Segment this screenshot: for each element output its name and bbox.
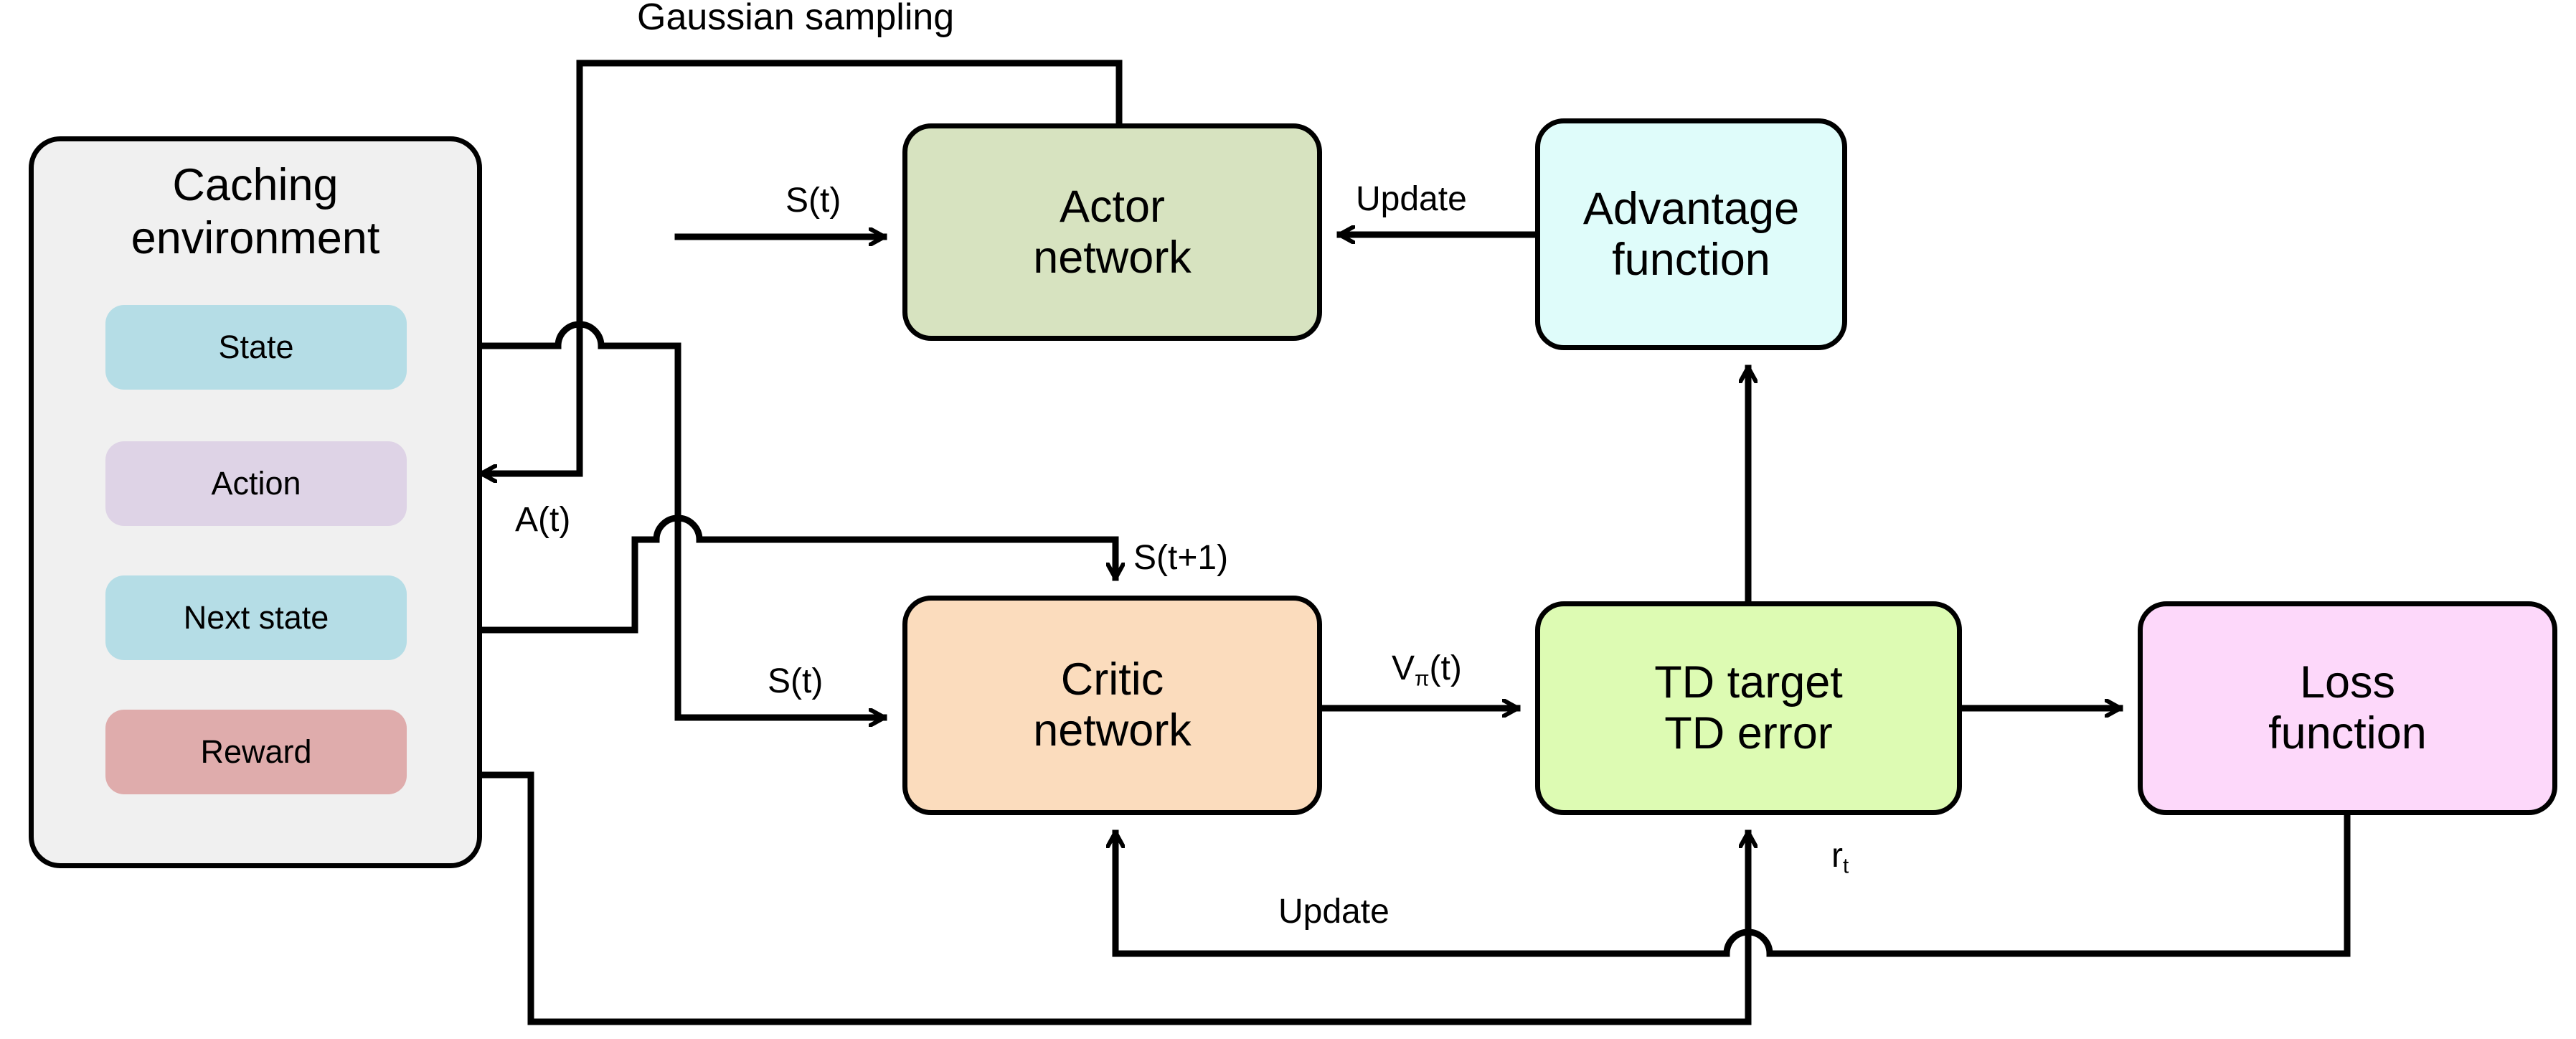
caching-environment-box: Caching environment State Action Next st…: [29, 136, 482, 868]
loss-function-box[interactable]: Loss function: [2138, 601, 2557, 815]
td-target-error-label: TD target TD error: [1654, 657, 1843, 758]
advantage-function-box[interactable]: Advantage function: [1535, 118, 1847, 350]
edge-label-reward-to-tdtarget: rt: [1831, 836, 1849, 878]
edge-label-next-state-to-critic: S(t+1): [1133, 539, 1229, 577]
edge-label-critic-to-tdtarget: Vπ(t): [1392, 649, 1462, 691]
env-item-reward[interactable]: Reward: [105, 710, 407, 794]
actor-network-box[interactable]: Actor network: [902, 123, 1322, 341]
edge-label-update-advantage-to-actor: Update: [1356, 180, 1467, 218]
edge-reward-to-tdtarget: [478, 771, 1748, 1025]
edge-label-r-subscript: t: [1842, 854, 1849, 878]
edge-label-v-subscript: π: [1415, 667, 1430, 691]
edge-actor-to-action: [478, 60, 1123, 474]
caching-environment-title: Caching environment: [131, 160, 380, 264]
td-target-error-box[interactable]: TD target TD error: [1535, 601, 1962, 815]
edge-label-gaussian-sampling: Gaussian sampling: [637, 0, 955, 38]
critic-network-label: Critic network: [1033, 654, 1192, 756]
actor-network-label: Actor network: [1033, 181, 1192, 283]
edge-loss-to-critic: [1115, 812, 2351, 957]
advantage-function-label: Advantage function: [1582, 183, 1800, 285]
edge-label-v-symbol: V: [1392, 649, 1415, 687]
edge-label-update-loss-to-critic: Update: [1278, 893, 1390, 931]
edge-label-v-tail: (t): [1429, 649, 1462, 687]
edge-label-state-to-actor: S(t): [785, 182, 841, 220]
env-item-state[interactable]: State: [105, 305, 407, 390]
env-item-action[interactable]: Action: [105, 441, 407, 526]
edge-nextstate-to-critic: [478, 514, 1115, 634]
critic-network-box[interactable]: Critic network: [902, 596, 1322, 815]
edge-label-r-symbol: r: [1831, 837, 1843, 875]
edge-label-state-to-critic: S(t): [768, 662, 824, 700]
edge-label-action-to-environment: A(t): [515, 501, 571, 539]
env-item-next-state[interactable]: Next state: [105, 575, 407, 660]
loss-function-label: Loss function: [2268, 657, 2427, 758]
